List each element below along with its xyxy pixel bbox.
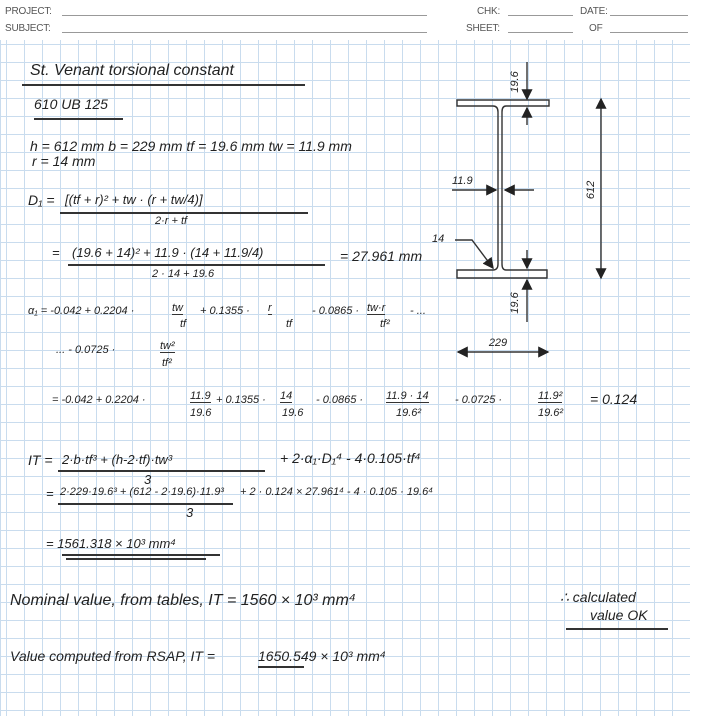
section-name: 610 UB 125 — [34, 96, 108, 112]
d1-denominator: 2·r + tf — [155, 215, 188, 227]
d1-lhs: D₁ = — [28, 192, 55, 208]
title-underline — [22, 84, 305, 86]
alpha-f3-num: tw·r — [367, 302, 386, 315]
sheet-title: St. Venant torsional constant — [30, 62, 234, 79]
section-properties: h = 612 mm b = 229 mm tf = 19.6 mm tw = … — [30, 138, 352, 154]
nominal-value: Nominal value, from tables, IT = 1560 × … — [10, 592, 356, 609]
of-label: OF — [589, 23, 603, 34]
alpha-s4: - 0.0725 · — [455, 394, 503, 406]
it-denominator: 3 — [144, 472, 152, 487]
root-radius-label: 14 — [432, 233, 444, 245]
rsap-underline — [258, 666, 304, 668]
alpha-f1-num: tw — [172, 302, 183, 315]
alpha-continuation: ... - 0.0725 · — [56, 344, 116, 356]
sheet-label: SHEET: — [466, 23, 500, 34]
top-flange-thickness-label: 19.6 — [509, 70, 521, 92]
alpha-s4-den: 19.6² — [538, 407, 564, 419]
section-underline — [34, 118, 123, 120]
it-sub-denominator: 3 — [186, 505, 194, 520]
d1-sub-numerator: (19.6 + 14)² + 11.9 · (14 + 11.9/4) — [72, 245, 264, 260]
alpha-result: = 0.124 — [590, 391, 638, 407]
alpha-f4-den: tf² — [162, 357, 172, 369]
alpha-f1-den: tf — [180, 318, 187, 330]
alpha-f2-den: tf — [286, 318, 293, 330]
alpha-sub-lhs: = -0.042 + 0.2204 · — [52, 394, 146, 406]
alpha-s2: + 0.1355 · — [216, 394, 266, 406]
fraction-bar — [68, 264, 325, 266]
conclusion-underline — [566, 628, 668, 630]
alpha-s3-num: 11.9 · 14 — [386, 390, 429, 403]
subject-field — [62, 32, 427, 33]
fraction-bar — [58, 503, 233, 505]
alpha-lhs: α₁ = -0.042 + 0.2204 · — [28, 305, 135, 317]
alpha-f3-den: tf² — [380, 318, 390, 330]
alpha-s3-den: 19.6² — [396, 407, 422, 419]
sheet-field — [508, 32, 573, 33]
it-lhs: IT = — [28, 452, 53, 468]
it-sub-rest: + 2 · 0.124 × 27.961⁴ - 4 · 0.105 · 19.6… — [240, 486, 433, 498]
date-field — [610, 15, 688, 16]
d1-numerator: [(tf + r)² + tw · (r + tw/4)] — [65, 192, 203, 207]
fraction-bar — [60, 212, 308, 214]
alpha-s4-num: 11.9² — [538, 390, 563, 403]
alpha-f4-num: tw² — [160, 340, 175, 353]
rsap-text: Value computed from RSAP, IT = — [10, 648, 216, 664]
it-sub-numerator: 2·229·19.6³ + (612 - 2·19.6)·11.9³ — [60, 486, 224, 498]
of-field — [610, 32, 688, 33]
it-rest: + 2·α₁·D₁⁴ - 4·0.105·tf⁴ — [280, 450, 421, 466]
i-beam-section — [456, 99, 550, 279]
alpha-t4: - ... — [410, 305, 426, 317]
project-label: PROJECT: — [5, 6, 52, 17]
it-numerator: 2·b·tf³ + (h-2·tf)·tw³ — [62, 452, 173, 467]
project-field — [62, 15, 427, 16]
it-sub-lhs: = — [46, 486, 54, 501]
date-label: DATE: — [580, 6, 608, 17]
fraction-bar — [58, 470, 265, 472]
alpha-f2-num: r — [268, 302, 272, 315]
alpha-s1-num: 11.9 — [190, 390, 211, 403]
leader-line — [455, 239, 494, 270]
width-label: 229 — [488, 337, 507, 349]
it-result: = 1561.318 × 10³ mm⁴ — [46, 536, 176, 551]
result-double-underline — [66, 558, 206, 560]
rsap-value: 1650.549 × 10³ mm⁴ — [258, 648, 386, 664]
chk-label: CHK: — [477, 6, 501, 17]
alpha-s2-num: 14 — [280, 390, 293, 403]
chk-field — [508, 15, 573, 16]
subject-label: SUBJECT: — [5, 23, 51, 34]
alpha-s3: - 0.0865 · — [316, 394, 364, 406]
alpha-s2-den: 19.6 — [282, 407, 304, 419]
d1-sub-eq: = — [52, 245, 60, 260]
d1-result: = 27.961 mm — [340, 248, 423, 264]
depth-label: 612 — [585, 181, 597, 199]
conclusion-line2: value OK — [590, 607, 648, 623]
root-radius: r = 14 mm — [32, 153, 96, 169]
alpha-t2: + 0.1355 · — [200, 305, 250, 317]
alpha-t3: - 0.0865 · — [312, 305, 360, 317]
result-underline — [62, 554, 220, 556]
alpha-s1-den: 19.6 — [190, 407, 212, 419]
web-thickness-label: 11.9 — [452, 175, 473, 187]
conclusion-line1: ∴ calculated — [560, 589, 636, 605]
d1-sub-denominator: 2 · 14 + 19.6 — [152, 268, 215, 280]
bottom-flange-thickness-label: 19.6 — [509, 291, 521, 313]
grid-paper — [0, 40, 690, 716]
